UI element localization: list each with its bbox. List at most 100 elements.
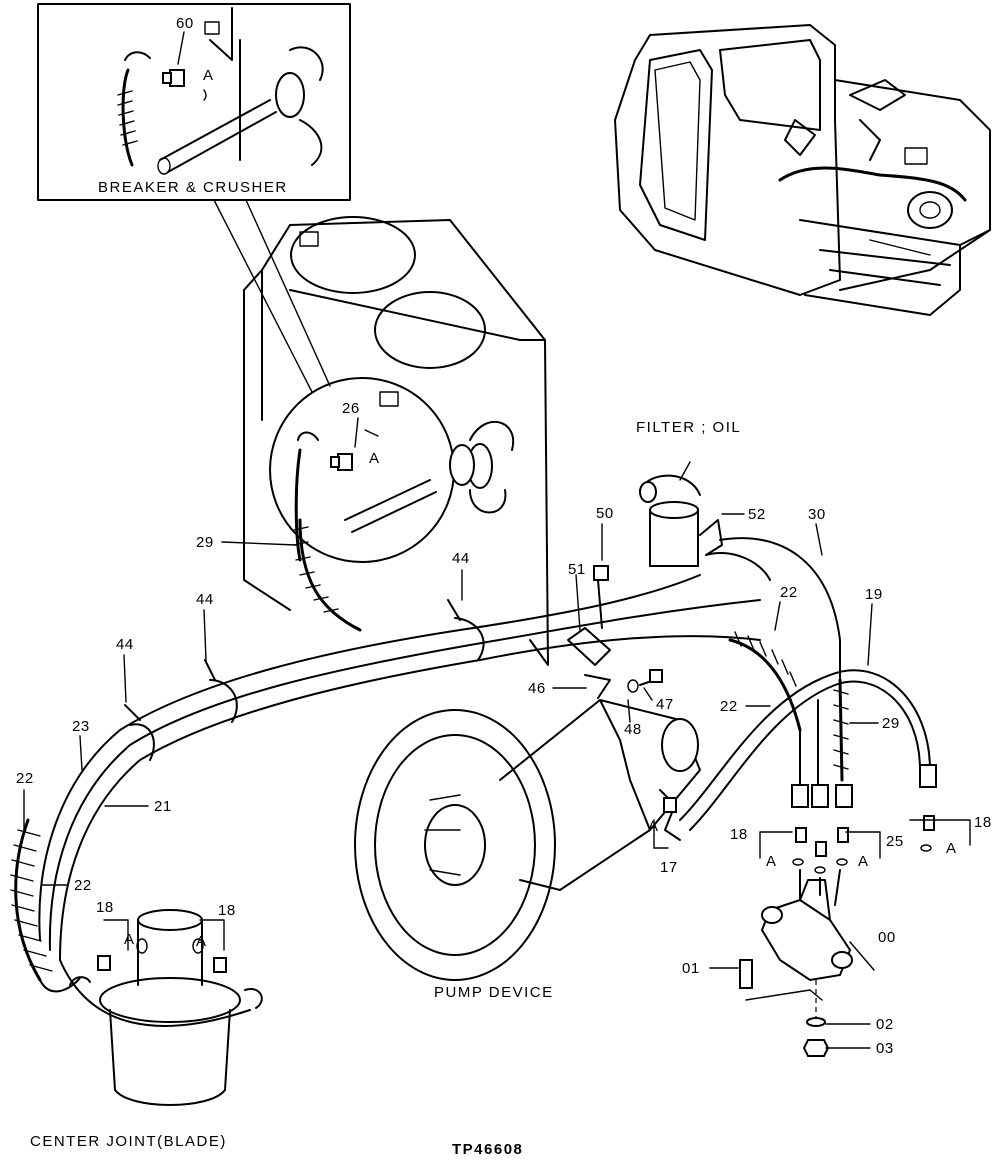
- cj-fitting-right: [213, 957, 227, 973]
- frame-edge: [799, 219, 991, 246]
- fitting-center: [815, 841, 827, 857]
- label-00: 00: [878, 929, 896, 946]
- valve-port-1: [761, 906, 783, 924]
- engine-hose: [778, 166, 967, 202]
- cj-top: [137, 909, 203, 931]
- hose-22-right: [728, 631, 802, 732]
- detail-circle: 26 A: [269, 377, 475, 563]
- leader-23: [79, 735, 83, 771]
- hose-23: [38, 574, 701, 941]
- nut-03: [802, 1039, 830, 1057]
- callout-leaders: [23, 513, 971, 1049]
- caption-pump: PUMP DEVICE: [434, 984, 554, 1001]
- leader-00: [849, 941, 875, 971]
- pump-body-edges: [599, 699, 651, 831]
- pump-device: [354, 699, 701, 981]
- hose-end-2: [811, 784, 829, 808]
- hose-30: [719, 537, 841, 701]
- label-50: 50: [596, 505, 614, 522]
- caption-center-joint: CENTER JOINT(BLADE): [30, 1133, 227, 1150]
- filter-caption-leader: [679, 461, 691, 481]
- valve-mount-leader: [745, 989, 823, 1001]
- inset-pipe-flange: [275, 72, 305, 118]
- label-22d: 22: [720, 698, 738, 715]
- hose-21: [48, 599, 761, 951]
- label-51: 51: [568, 561, 586, 578]
- leader-44b: [203, 609, 207, 661]
- valve-body: [760, 898, 852, 982]
- label-48: 48: [624, 721, 642, 738]
- pump-end-cap: [661, 718, 699, 772]
- inset-fitting-60: [162, 69, 185, 87]
- filter-top: [649, 501, 699, 519]
- mark-a-valve-far: A: [946, 840, 957, 857]
- bolt-47-head: [649, 669, 663, 683]
- tank-tab: [299, 231, 319, 247]
- inset-leader-60: [177, 31, 185, 65]
- inset-leader-right: [245, 199, 331, 387]
- bracket-17: [653, 819, 669, 849]
- clamp-44-b: [204, 659, 238, 723]
- label-18c: 18: [730, 826, 748, 843]
- fitting-17-body: [663, 797, 677, 813]
- tank-outline-top: [243, 219, 549, 666]
- hydraulic-tank: [243, 216, 549, 666]
- oil-filter: [639, 461, 771, 581]
- fitting-18-left: [795, 827, 807, 843]
- tank-cap-1: [290, 216, 416, 294]
- inset-label-60: 60: [176, 15, 194, 32]
- label-03: 03: [876, 1040, 894, 1057]
- hose-29-right: [833, 678, 849, 782]
- leader-19: [867, 603, 873, 666]
- inset-mark-a: A: [203, 67, 214, 84]
- oring-1: [792, 858, 804, 866]
- hose-end-left: [39, 977, 81, 993]
- inset-elbow: [124, 51, 151, 61]
- valve-top: [799, 879, 831, 921]
- cj-flange: [99, 977, 241, 1023]
- bracket-18-right: [909, 819, 971, 846]
- leader-51: [575, 574, 581, 631]
- excavator-illustration: [614, 24, 991, 316]
- tank-cap-2: [374, 291, 486, 369]
- center-joint: [69, 909, 263, 1106]
- bolt-50-head: [593, 565, 609, 581]
- label-29a: 29: [196, 534, 214, 551]
- cj-port-right: [192, 938, 204, 954]
- label-23: 23: [72, 718, 90, 735]
- leader-29a: [221, 541, 297, 546]
- engine-pump: [907, 191, 953, 229]
- frame-ribs: [819, 249, 951, 286]
- cj-fitting-left: [97, 955, 111, 971]
- fitting-18-right: [923, 815, 935, 831]
- detail-flange: [449, 444, 475, 486]
- hose-end-1: [791, 784, 809, 808]
- bracket-18-cj: [103, 919, 225, 951]
- label-47: 47: [656, 696, 674, 713]
- mark-a-17: A: [648, 818, 659, 835]
- valve-00: [745, 869, 853, 1001]
- cab-door: [639, 49, 713, 241]
- engine-box: [904, 147, 928, 165]
- cab-door-glass: [654, 61, 701, 221]
- cj-port-left: [136, 938, 148, 954]
- inset-pipe-bends: [289, 46, 324, 166]
- oring-2: [814, 866, 826, 874]
- hose-22-lower: [59, 635, 761, 961]
- a-marks: A A A A A A: [124, 818, 957, 950]
- inset-pipe: [159, 99, 277, 173]
- label-25: 25: [886, 833, 904, 850]
- label-22c: 22: [780, 584, 798, 601]
- cj-base: [109, 1009, 231, 1106]
- washer-48: [627, 679, 639, 693]
- leader-30: [815, 523, 823, 556]
- label-52: 52: [748, 506, 766, 523]
- cj-neck: [137, 919, 203, 986]
- bolt-52: [705, 552, 771, 581]
- label-19: 19: [865, 586, 883, 603]
- pump-flywheel: [354, 709, 556, 981]
- filter-port: [639, 481, 657, 503]
- hose-19-inner: [689, 680, 921, 831]
